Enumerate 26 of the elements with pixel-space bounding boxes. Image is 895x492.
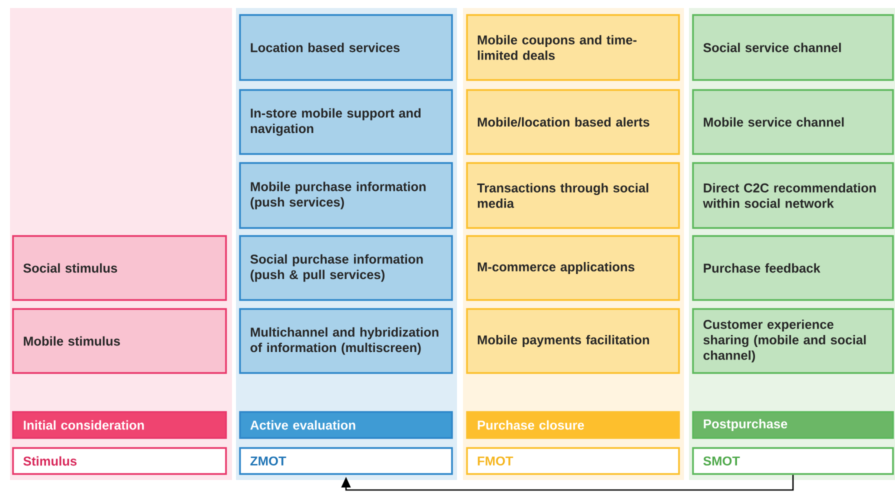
phase-header: Purchase closure bbox=[466, 411, 680, 439]
phase-header: Initial consideration bbox=[12, 411, 227, 439]
content-box: In-store mobile support and navigation bbox=[239, 89, 453, 155]
moment-box: SMOT bbox=[692, 447, 894, 475]
content-box: Mobile/location based alerts bbox=[466, 89, 680, 155]
phase-header: Active evaluation bbox=[239, 411, 453, 439]
moment-box: Stimulus bbox=[12, 447, 227, 475]
content-box: Direct C2C recommendation within social network bbox=[692, 162, 894, 229]
content-box: Social stimulus bbox=[12, 235, 227, 301]
content-box: Transactions through social media bbox=[466, 162, 680, 229]
content-box: Mobile stimulus bbox=[12, 308, 227, 374]
content-box: Mobile payments facilitation bbox=[466, 308, 680, 374]
moment-box: ZMOT bbox=[239, 447, 453, 475]
content-box: Multichannel and hybridization of information (multiscreen) bbox=[239, 308, 453, 374]
arrow bbox=[341, 474, 794, 491]
phase-header: Postpurchase bbox=[692, 411, 894, 439]
content-box: Mobile service channel bbox=[692, 89, 894, 155]
content-box: Social service channel bbox=[692, 14, 894, 81]
content-box: Purchase feedback bbox=[692, 235, 894, 301]
content-box: Mobile coupons and time-limited deals bbox=[466, 14, 680, 81]
content-box: Social purchase information (push & pull services) bbox=[239, 235, 453, 301]
content-box: Mobile purchase information (push services) bbox=[239, 162, 453, 229]
moment-box: FMOT bbox=[466, 447, 680, 475]
content-box: Customer experience sharing (mobile and social channel) bbox=[692, 308, 894, 374]
content-box: M-commerce applications bbox=[466, 235, 680, 301]
content-box: Location based services bbox=[239, 14, 453, 81]
